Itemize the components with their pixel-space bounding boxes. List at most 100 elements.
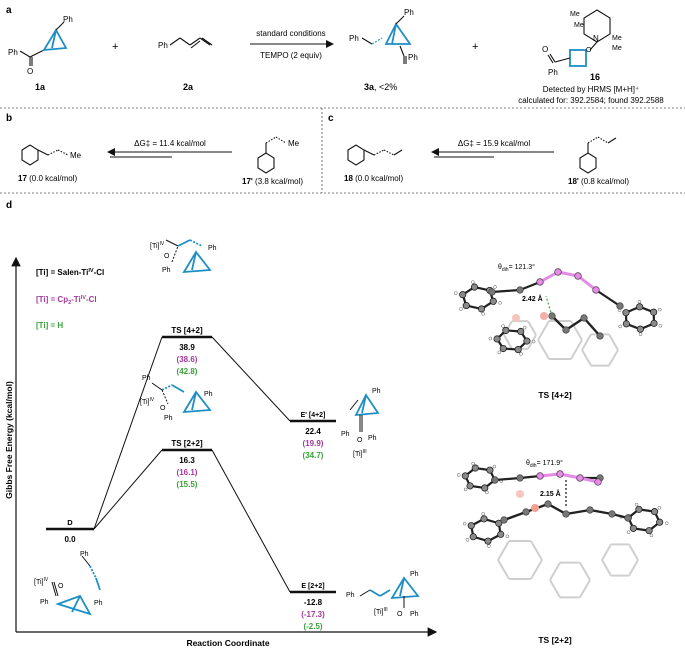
ts42-ring-right-h-atom	[658, 307, 662, 312]
ts22-diene-atom	[576, 474, 584, 482]
ts22-ti-text: [Ti]	[140, 399, 150, 406]
legend-salen-text: [Ti] = Salen-Ti	[36, 268, 88, 277]
ts42-backbone-atom	[616, 302, 624, 310]
d-o: O	[58, 583, 64, 590]
ts42-ghost-bond	[581, 349, 592, 367]
ts22-core-atom	[500, 516, 508, 524]
ts42-ring-lower-h-atom	[519, 352, 523, 356]
me-17p: Me	[288, 139, 300, 148]
state-E42-name: E' [4+2]	[301, 412, 326, 419]
ts22-core-atom	[586, 506, 594, 514]
ts22-o: O	[160, 405, 166, 412]
ts22-ring-left-atom	[495, 519, 503, 527]
panel-a: a Ph Ph O 1a + Ph 2a standard con	[6, 5, 664, 105]
num-18p: 18'	[568, 177, 579, 186]
ts42-core-bond	[583, 317, 601, 337]
ts42-diene-atom	[536, 278, 544, 286]
ts42-theta-sym: θ	[498, 264, 502, 271]
ts42-ring-left-h-atom	[493, 285, 497, 289]
ts42-ph: Ph	[208, 245, 217, 252]
ts42-ring-lower-atom	[499, 344, 507, 353]
ts22-ring-top-atom	[471, 464, 479, 472]
me-16-d: Me	[612, 45, 622, 52]
state-TS22-cp2: (16.1)	[177, 468, 198, 477]
e22-ph: Ph	[346, 592, 355, 599]
panel-d-label: d	[6, 200, 12, 211]
ts42-backbone-bond	[491, 288, 521, 294]
ts42-diene-bond	[577, 274, 597, 292]
ts42-ring-right-atom	[636, 303, 644, 311]
ts22-ghost-bond	[579, 579, 591, 598]
ts22-ring-right-h-atom	[626, 530, 631, 534]
legend-cp-sup: IV	[81, 295, 87, 301]
state-TS42-h: (42.8)	[177, 367, 198, 376]
ts22-ghost-bond	[628, 543, 639, 561]
d-ti-sup: IV	[43, 577, 48, 583]
ts42-ring-left-atom	[470, 283, 479, 291]
ts22-core-atom	[608, 510, 616, 518]
label-3a: 3a	[364, 82, 375, 92]
ts42-ring-left-h-atom	[454, 291, 458, 295]
ph-1a-top: Ph	[63, 15, 73, 24]
ts22-ring-top-atom	[466, 482, 474, 490]
structure-2a	[169, 37, 213, 49]
ts22-title: TS [2+2]	[538, 635, 571, 645]
y-axis-label: Gibbs Free Energy (kcal/mol)	[4, 381, 14, 499]
ph-3a: Ph	[349, 34, 359, 43]
ts22-core-atom	[624, 514, 632, 522]
state-E42-cp2: (19.9)	[303, 439, 324, 448]
ts22-ring-left-atom	[469, 533, 477, 541]
state-TS22-salen: 16.3	[179, 456, 195, 465]
legend-salen-sup: IV	[88, 268, 94, 274]
ts42-ring-right-h-atom	[638, 332, 643, 336]
ts22-ring-right-atom	[656, 518, 664, 526]
ts42-ring-lower-h-atom	[522, 325, 527, 330]
molecule-ts22-render	[456, 461, 669, 599]
ts42-forming-bond	[545, 295, 553, 317]
plus-sign-2: +	[472, 41, 478, 53]
label-16: 16	[590, 72, 600, 82]
hrms-line-2: calculated for: 392.2584; found 392.2588	[518, 96, 664, 105]
legend-h: [Ti] = H	[36, 321, 63, 330]
ts22-backbone-atom	[516, 474, 524, 482]
ts42-core-bond	[565, 317, 585, 331]
legend-cp2: [Ti] = Cp2-TiIV-Cl	[36, 295, 97, 306]
connector-TS42-E42	[211, 336, 291, 422]
molecule-ts42-render	[454, 268, 663, 367]
ts22-ring-top-h-atom	[492, 464, 497, 469]
ts22-ghost-bond	[601, 543, 612, 561]
state-TS22-h: (15.5)	[177, 480, 198, 489]
connector-D-TS42	[93, 336, 163, 530]
ts22-ring-left-atom	[484, 537, 492, 545]
ts42-oxygen-atom	[540, 312, 548, 320]
yield-3a: , <2%	[374, 82, 397, 92]
ts22-ring-right-h-atom	[649, 533, 654, 538]
o-16: O	[586, 47, 592, 54]
e42-ph-2: Ph	[341, 431, 350, 438]
x-axis-label: Reaction Coordinate	[186, 638, 269, 648]
me-17: Me	[70, 151, 82, 160]
e42-ti-text: [Ti]	[353, 451, 363, 458]
ts22-ti: [Ti]IV	[140, 397, 155, 406]
ts22-ring-left-atom	[467, 522, 475, 530]
ts22-ph: Ph	[142, 375, 151, 382]
ts42-ring-left-h-atom	[471, 280, 475, 284]
num-18: 18	[344, 174, 353, 183]
arrow-reagent: TEMPO (2 equiv)	[260, 51, 322, 60]
legend-cp-text: [Ti] = Cp	[36, 295, 68, 304]
state-E22-cp2: (-17.3)	[301, 610, 325, 619]
d-ph-3: Ph	[94, 600, 103, 607]
ts22-diene-atom	[556, 470, 564, 478]
ts22-ghost-bond	[628, 559, 639, 577]
ts42-diene-atom	[574, 272, 582, 280]
energy-17: 17 (0.0 kcal/mol)	[18, 174, 77, 183]
me-16-c: Me	[612, 35, 622, 42]
e22-ti-text: [Ti]	[374, 609, 384, 616]
ts22-distance: 2.15 Å	[540, 489, 561, 498]
ts22-ring-top-atom	[461, 472, 469, 480]
num-17: 17	[18, 174, 27, 183]
ts42-ring-lower-atom	[502, 326, 510, 334]
structure-16	[547, 9, 611, 67]
ts42-core-atom	[580, 314, 588, 322]
